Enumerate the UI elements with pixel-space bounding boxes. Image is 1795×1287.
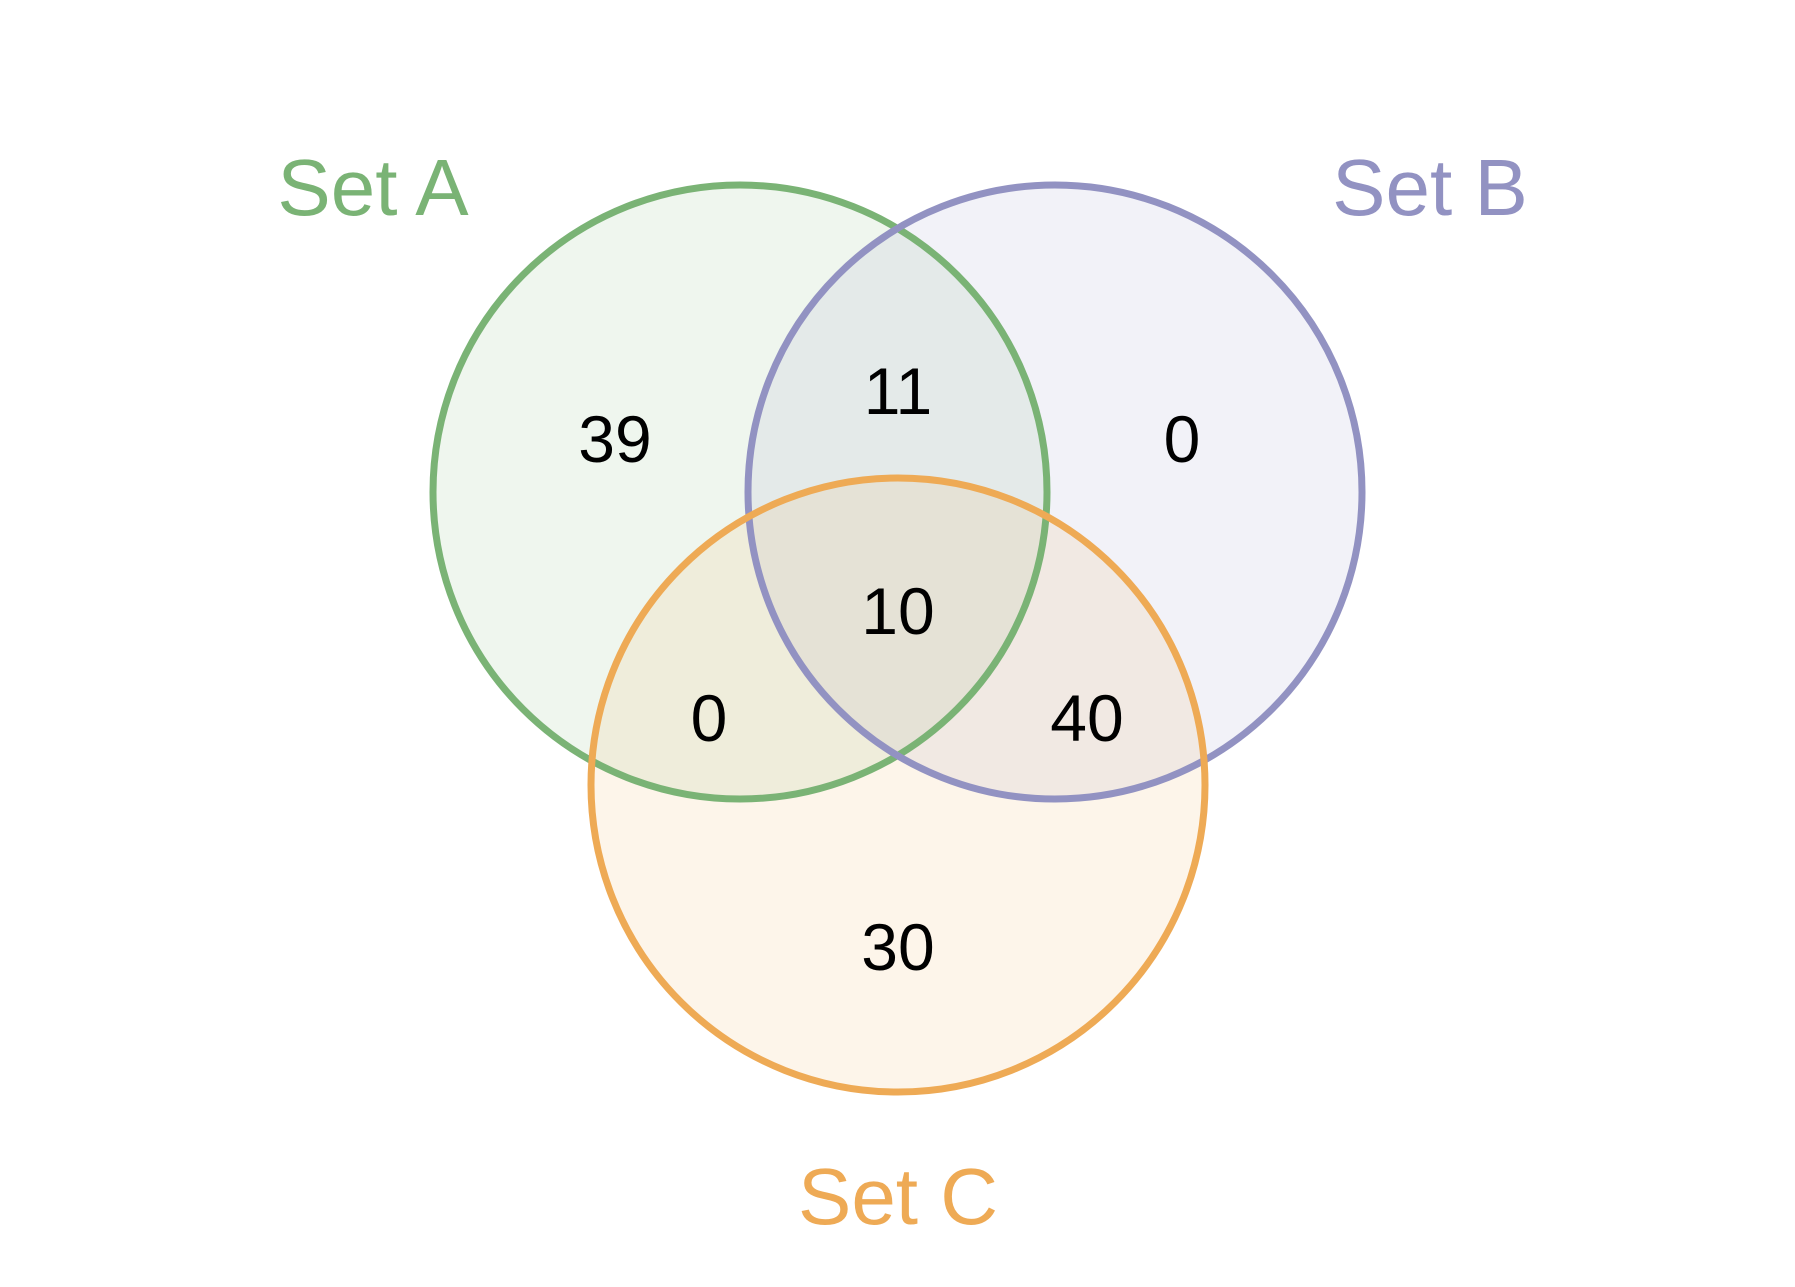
set-c-fill xyxy=(591,478,1205,1092)
region-c-only-count: 30 xyxy=(861,910,934,984)
set-b-label: Set B xyxy=(1332,143,1528,232)
set-c-circle xyxy=(587,474,1209,1096)
set-b-fill xyxy=(748,185,1362,799)
set-c-label: Set C xyxy=(798,1152,998,1241)
region-abc-count: 10 xyxy=(861,574,934,648)
region-ac-count: 0 xyxy=(691,681,728,755)
set-a-label: Set A xyxy=(277,143,469,232)
region-bc-count: 40 xyxy=(1050,681,1123,755)
set-a-circle xyxy=(429,181,1051,803)
set-a-fill xyxy=(433,185,1047,799)
region-b-only-count: 0 xyxy=(1164,402,1201,476)
region-ab-count: 11 xyxy=(864,354,933,428)
region-a-only-count: 39 xyxy=(578,402,651,476)
set-b-circle xyxy=(744,181,1366,803)
